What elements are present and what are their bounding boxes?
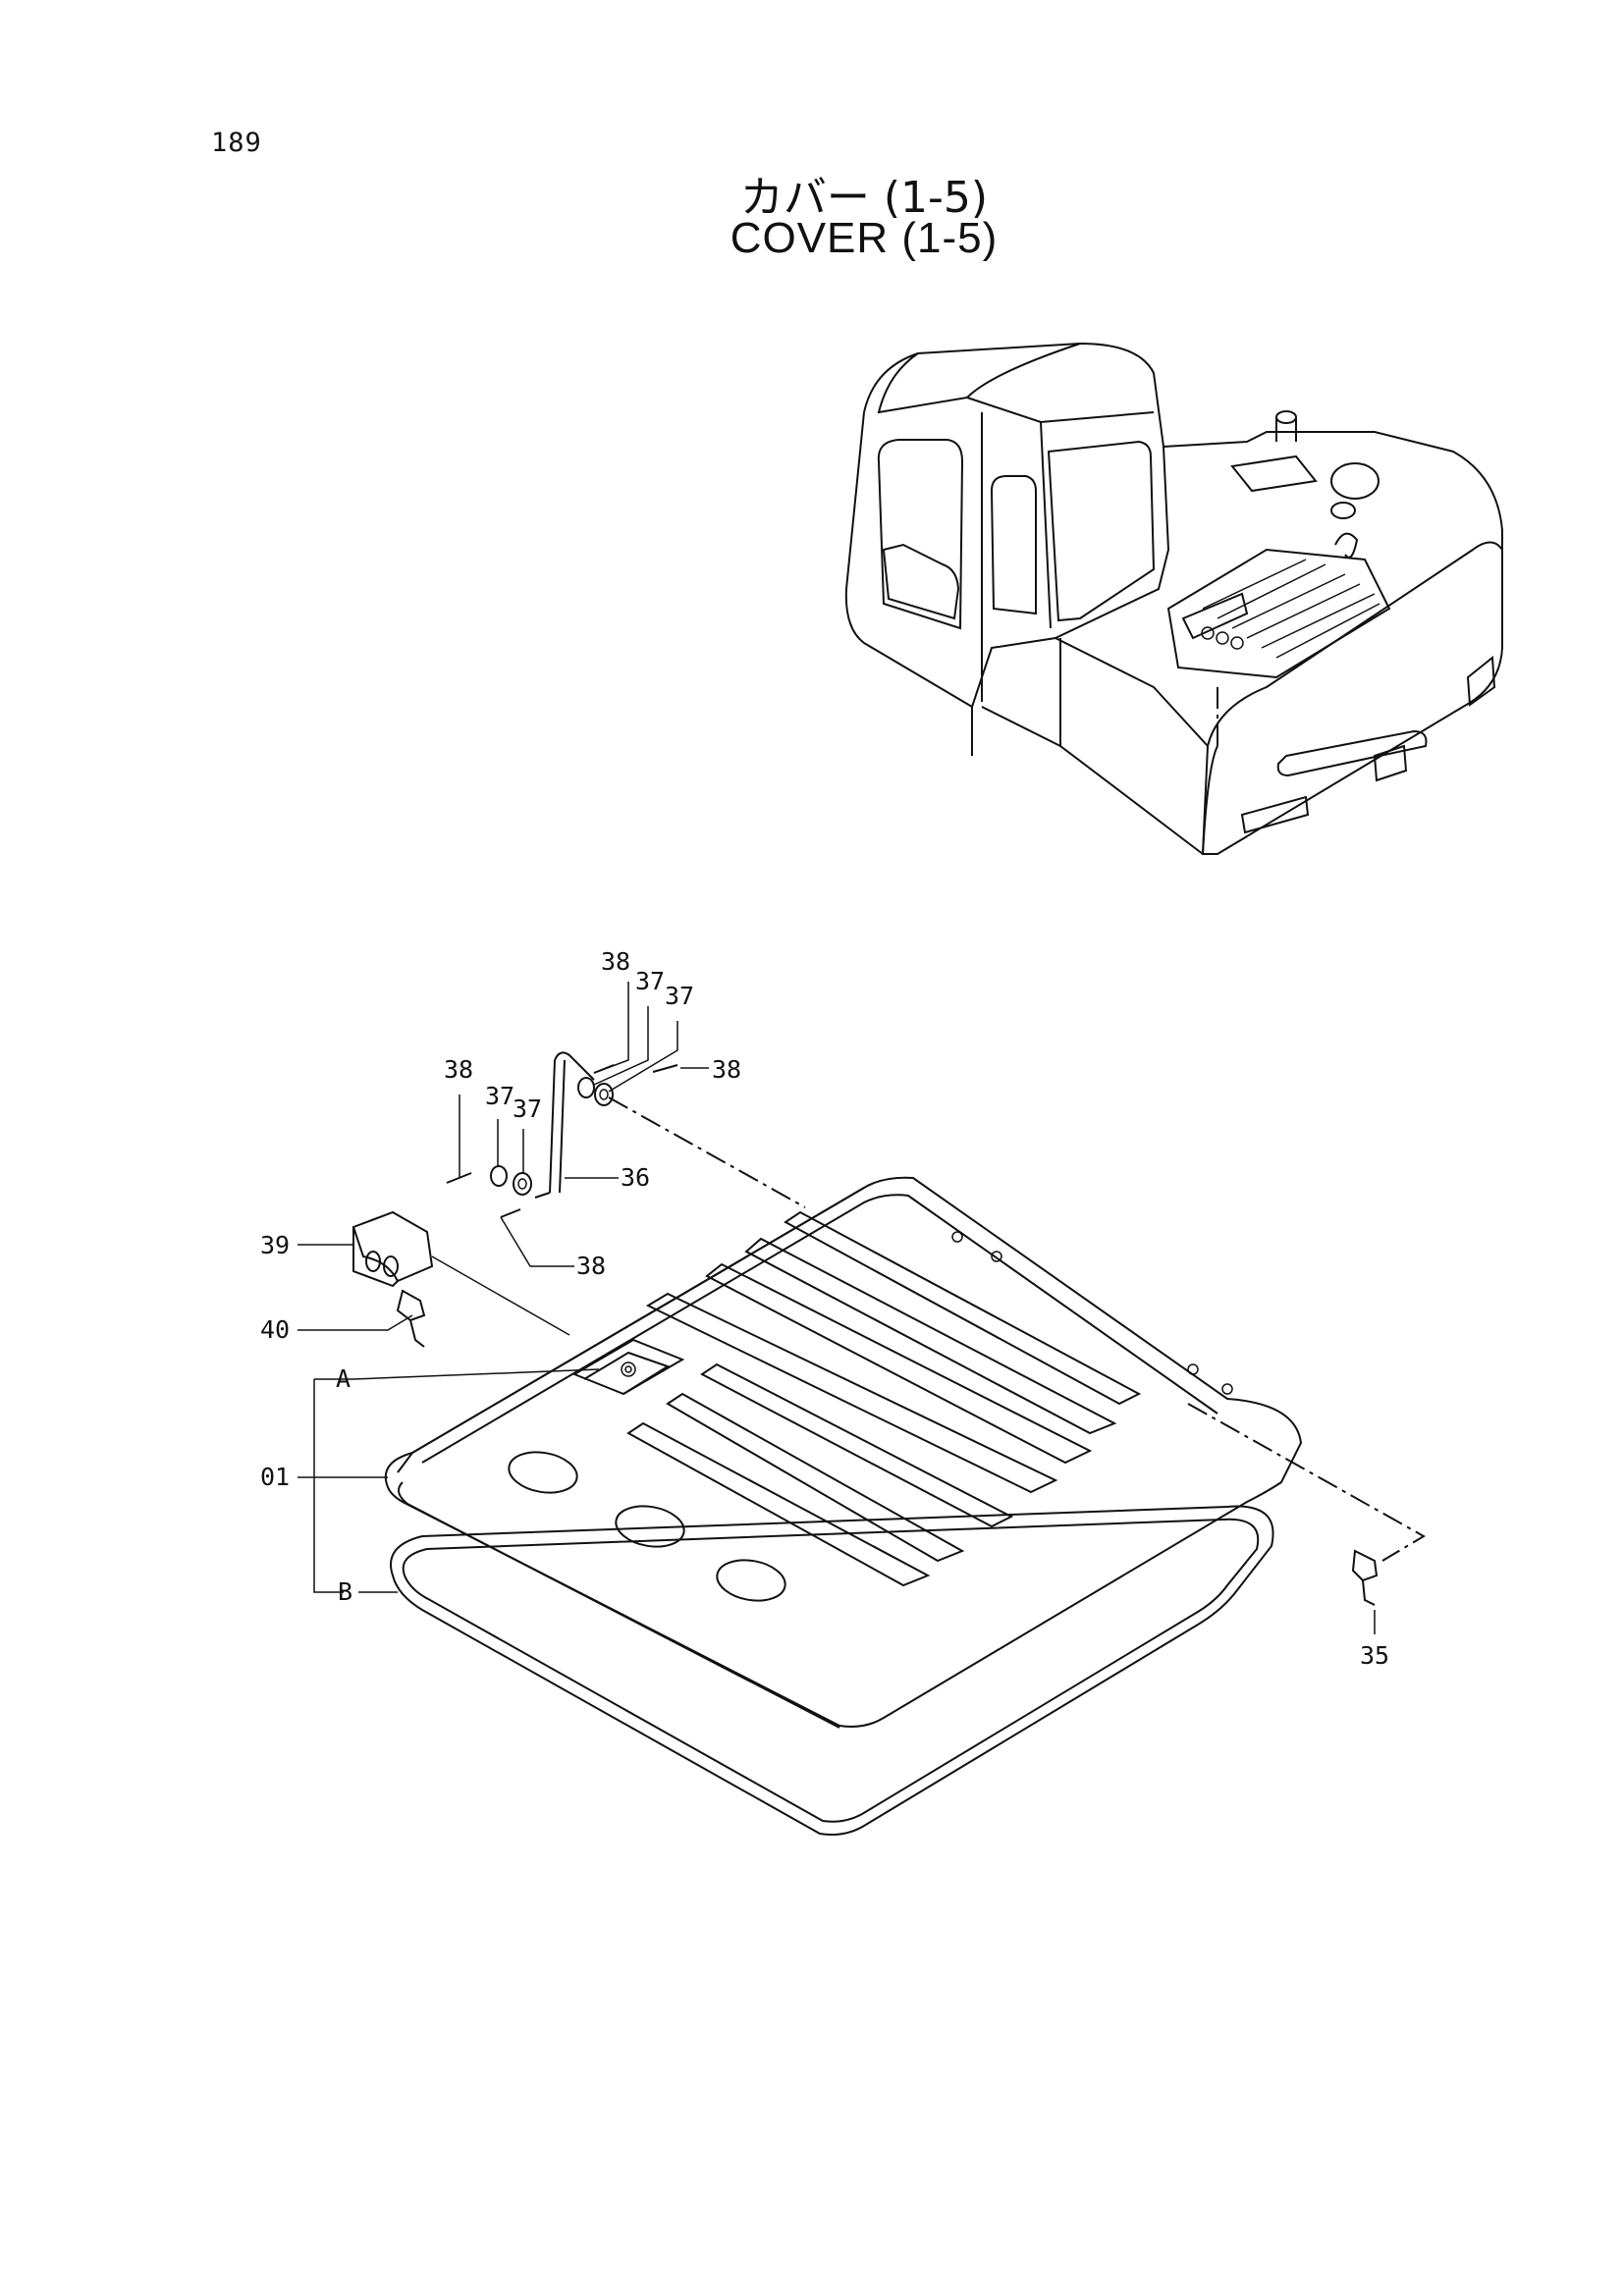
callout-37-top-left: 37 [635, 967, 665, 995]
page-title-japanese: カバー (1-5) [739, 173, 989, 223]
callout-A: A [336, 1364, 351, 1393]
callout-38-top: 38 [601, 947, 630, 976]
callout-37-left: 37 [485, 1082, 514, 1110]
page-number: 189 [211, 128, 262, 158]
leader-lines [298, 982, 1376, 1634]
callout-36: 36 [621, 1163, 650, 1192]
callout-38-bottom: 38 [576, 1252, 606, 1280]
callout-39: 39 [260, 1231, 290, 1259]
callout-37-top-right: 37 [665, 982, 694, 1010]
page-title-english: COVER (1-5) [730, 214, 999, 262]
cover-assembly-illustration [352, 1051, 1426, 1836]
excavator-overview-illustration [844, 342, 1503, 855]
callout-38-right: 38 [712, 1055, 741, 1084]
callout-38-left: 38 [444, 1055, 473, 1084]
callout-B: B [338, 1577, 352, 1606]
callout-40: 40 [260, 1315, 290, 1344]
callout-35: 35 [1360, 1641, 1389, 1670]
callout-01: 01 [260, 1463, 290, 1491]
callout-37-mid: 37 [513, 1095, 542, 1123]
